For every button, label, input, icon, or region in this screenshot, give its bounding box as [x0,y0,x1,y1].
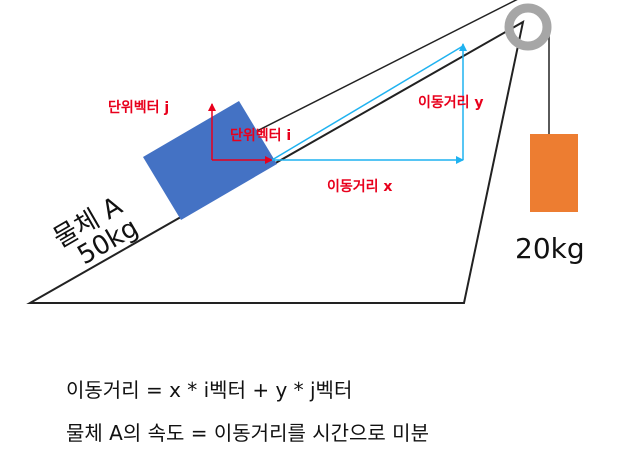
incline-triangle [26,20,525,304]
rope-incline [252,0,518,134]
pulley-icon [504,3,552,51]
unit-vector-j-label: 단위벡터 j [108,99,169,116]
hanging-mass-label: 20kg [515,232,585,265]
displacement-diagonal-line [271,45,464,161]
unit-vector-i-label: 단위벡터 i [230,127,291,144]
displacement-y-label: 이동거리 y [418,94,484,111]
equation-velocity: 물체 A의 속도 = 이동거리를 시간으로 미분 [66,421,429,445]
equation-displacement: 이동거리 = x * i벡터 + y * j벡터 [66,378,353,402]
displacement-x-label: 이동거리 x [327,178,392,195]
block-a [143,101,277,220]
hanging-block [530,134,578,212]
